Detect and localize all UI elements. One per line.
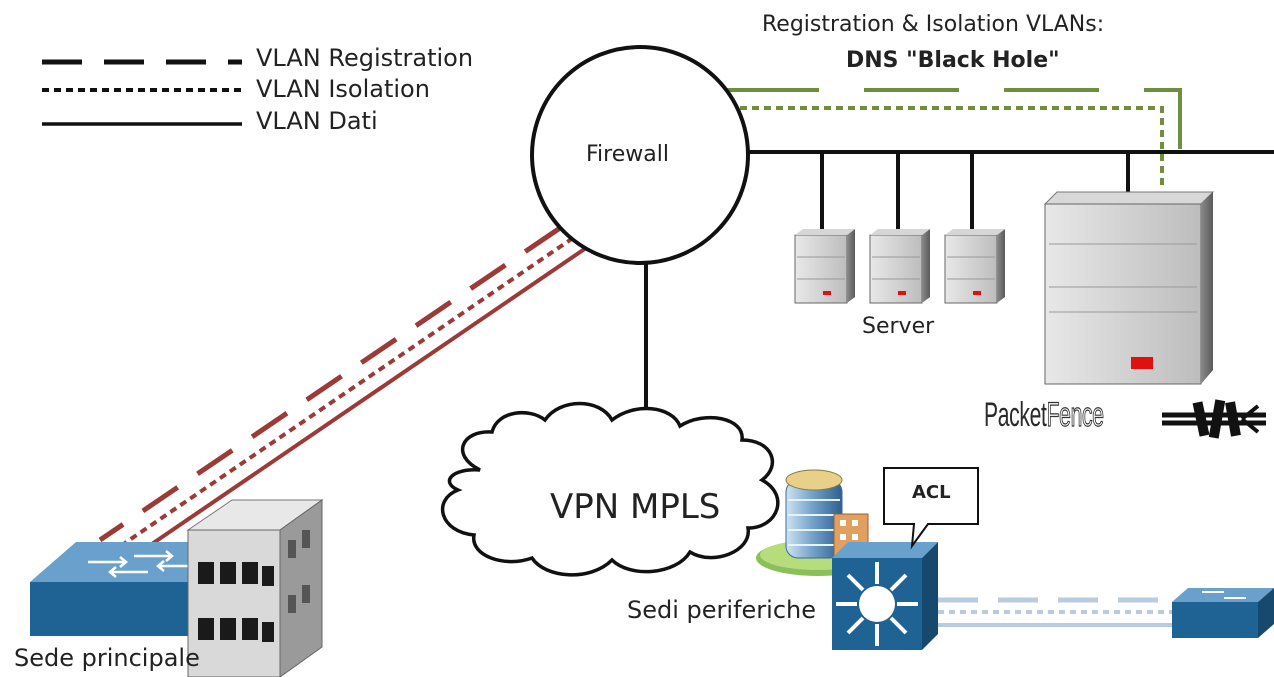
main-site-label: Sede principale [14,644,200,672]
legend-lines [42,59,242,126]
barbed-wire-icon [1162,399,1266,439]
vpn-label: VPN MPLS [550,487,721,527]
top-note-line1: Registration & Isolation VLANs: [762,12,1105,37]
main-registration-link [98,225,562,543]
server-label: Server [862,314,935,339]
firewall-label: Firewall [586,142,669,167]
branch-sites-label: Sedi periferiche [627,596,816,624]
packetfence-logo-part1: Packet [984,396,1047,434]
main-data-link [144,246,588,550]
main-building-icon [186,499,324,677]
acl-callout-shape [883,467,979,550]
packetfence-logo-text: PacketFence [984,396,1104,434]
firewall-node [530,45,750,265]
top-note-line2: DNS "Black Hole" [846,48,1060,73]
server-icon [794,229,855,304]
remote-switch-icon [1172,588,1274,638]
vpn-cloud-shape [440,401,780,577]
legend-registration-label: VLAN Registration [256,44,474,72]
packetfence-server-icon [1043,191,1215,385]
legend-isolation-label: VLAN Isolation [256,75,430,103]
server-icon [944,229,1005,304]
layer3-switch-icon [832,542,938,650]
legend-data-label: VLAN Dati [256,107,378,135]
server-icon [869,229,930,304]
blackhole-registration-line [724,88,1182,185]
acl-label: ACL [912,482,951,503]
blackhole-isolation-line [740,106,1164,185]
main-isolation-link [120,236,575,547]
packetfence-logo-part2: Fence [1046,396,1104,434]
